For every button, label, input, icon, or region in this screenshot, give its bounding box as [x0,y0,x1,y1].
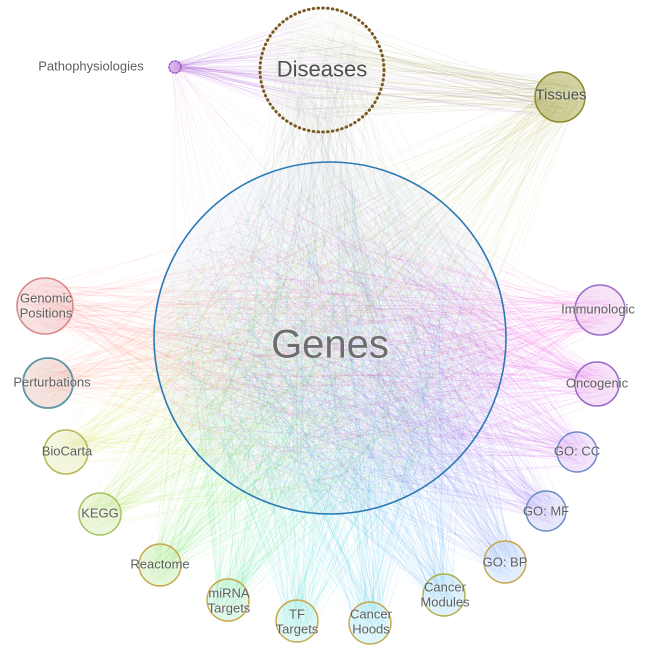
node-circle-tf_targets[interactable] [275,599,319,643]
edge-bundle-perturbations-genes [28,186,486,474]
node-circle-mirna_targets[interactable] [206,578,250,622]
node-circle-go_bp[interactable] [483,540,527,584]
node-circle-oncogenic[interactable] [574,361,620,407]
node-circle-genes[interactable] [153,161,507,515]
edge-bundle-genomic_positions-genes [22,219,486,490]
edge-bundle-oncogenic-genes [174,194,614,493]
node-circle-diseases[interactable] [258,6,386,134]
node-circle-cancer_modules[interactable] [422,573,466,617]
edge-bundle-cancer_hoods-genes [179,179,485,639]
edge-bundle-reactome-genes [144,182,492,581]
edge-bundle-pathophysiologies-tissues [171,62,582,119]
edge-bundle-tissues-diseases [267,21,579,118]
edge-bundle-go_bp-genes [167,180,522,579]
node-circle-tissues[interactable] [534,71,586,123]
node-circle-pathophysiologies[interactable] [168,60,182,74]
node-circle-biocarta[interactable] [43,429,89,475]
edge-bundle-kegg-genes [83,188,468,530]
node-circle-genomic_positions[interactable] [16,277,74,335]
edge-bundle-mirna_targets-genes [179,186,489,616]
edge-bundle-go_cc-genes [180,175,593,492]
edge-bundle-pathophysiologies-diseases [170,15,369,123]
edge-bundle-tf_targets-genes [177,175,492,638]
edge-bundle-diseases-genes [176,24,477,496]
edge-bundle-cancer_modules-genes [174,182,478,611]
edge-bundle-biocarta-genes [48,186,490,492]
node-circle-go_mf[interactable] [525,490,567,532]
edge-bundle-go_mf-genes [168,181,561,528]
edge-layer [22,15,620,639]
node-circle-cancer_hoods[interactable] [348,601,392,645]
edge-bundle-immunologic-genes [168,195,620,483]
node-circle-immunologic[interactable] [574,284,626,336]
node-circle-reactome[interactable] [138,543,182,587]
node-circle-go_cc[interactable] [556,431,598,473]
edge-bundle-pathophysiologies-genes [170,62,443,477]
node-circle-perturbations[interactable] [22,357,74,409]
edge-bundle-tissues-genes [179,77,580,491]
node-circle-kegg[interactable] [78,492,122,536]
node-layer [16,6,626,645]
